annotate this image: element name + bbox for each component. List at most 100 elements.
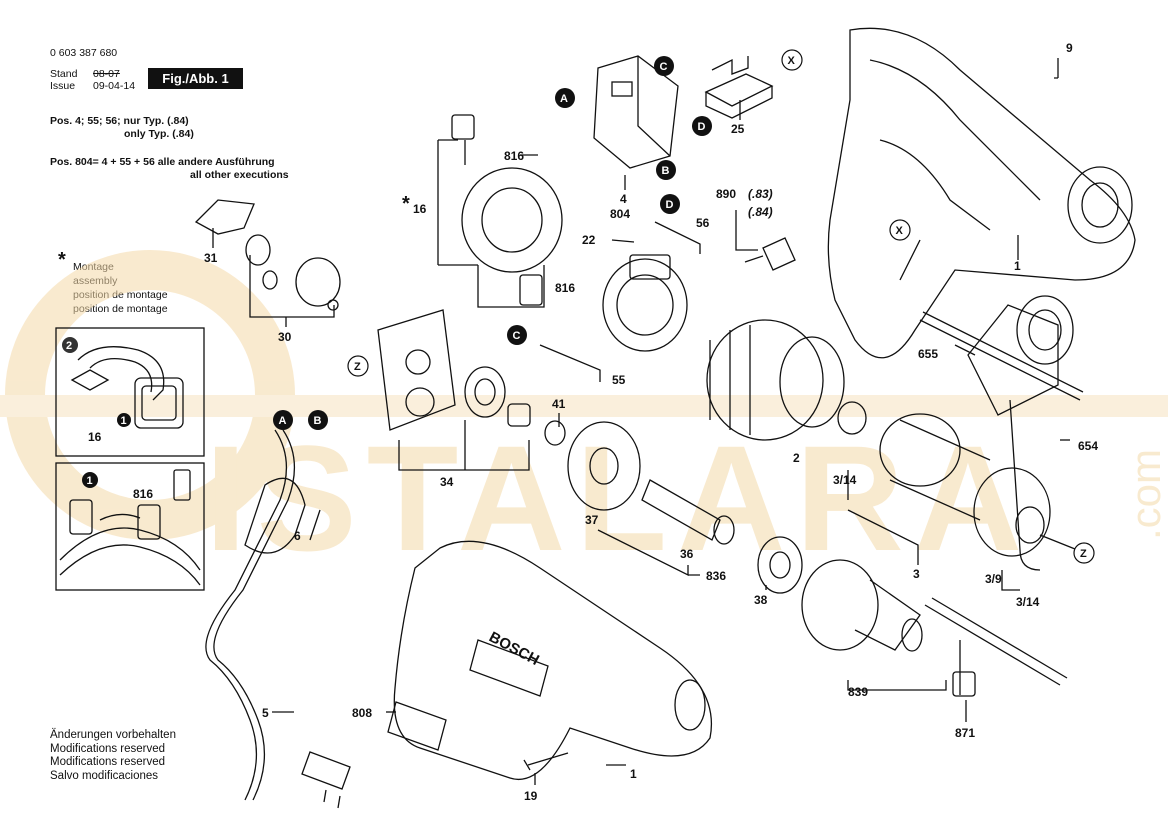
inset-label-816: 816 bbox=[133, 487, 153, 501]
label-808: 808 bbox=[352, 706, 372, 720]
gear-37 bbox=[567, 421, 641, 511]
stand-label: Stand bbox=[50, 68, 78, 80]
label-654: 654 bbox=[1078, 439, 1098, 453]
marker-d-switch: D bbox=[698, 121, 706, 133]
marker-c-switch: C bbox=[660, 61, 668, 73]
needle-bearing-41 bbox=[544, 420, 566, 446]
pos-note-2b: all other executions bbox=[190, 169, 289, 181]
part-labels: 9 25 4 804 816 * 16 56 22 890 (.83) (.84… bbox=[88, 41, 1098, 803]
label-890: 890 bbox=[716, 187, 736, 201]
switch-unit bbox=[593, 55, 679, 169]
marker-b-cable: B bbox=[314, 415, 322, 427]
label-55: 55 bbox=[612, 373, 626, 387]
handle-housing bbox=[827, 27, 1136, 359]
front-housing bbox=[387, 540, 712, 780]
note-line-1: Änderungen vorbehalten bbox=[50, 729, 176, 741]
watermark-suffix: .com bbox=[1122, 449, 1168, 540]
label-16: 16 bbox=[413, 202, 427, 216]
screw-19 bbox=[523, 752, 569, 771]
marker-a-switch: A bbox=[560, 93, 568, 105]
label-4: 4 bbox=[620, 192, 627, 206]
label-37: 37 bbox=[585, 513, 599, 527]
button-25 bbox=[704, 56, 774, 119]
label-30: 30 bbox=[278, 330, 292, 344]
label-9: 9 bbox=[1066, 41, 1073, 55]
pos-note-1a: Pos. 4; 55; 56; nur Typ. (.84) bbox=[50, 115, 189, 127]
inset-brush-holder bbox=[70, 346, 184, 429]
bearing-3-14a bbox=[837, 401, 867, 435]
screw-22 bbox=[611, 239, 635, 243]
label-890-84: (.84) bbox=[748, 205, 773, 219]
note-line-2: Modifications reserved bbox=[50, 742, 166, 755]
montage-star: * bbox=[58, 249, 66, 271]
bearing-set-30 bbox=[245, 234, 341, 311]
label-3-14-a: 3/14 bbox=[833, 473, 857, 487]
marker-a-cable: A bbox=[279, 415, 287, 427]
figure-tag: Fig./Abb. 1 bbox=[148, 68, 243, 89]
marker-x-housing: X bbox=[896, 225, 904, 237]
label-871: 871 bbox=[955, 726, 975, 740]
label-38: 38 bbox=[754, 593, 768, 607]
label-41: 41 bbox=[552, 397, 566, 411]
marker-d-terminal: D bbox=[666, 199, 674, 211]
note-line-4: Salvo modificaciones bbox=[50, 769, 159, 782]
stand-date: 08-07 bbox=[93, 68, 120, 80]
gear-38 bbox=[757, 536, 803, 594]
pos-note-1b: only Typ. (.84) bbox=[124, 128, 194, 140]
label-3-14-b: 3/14 bbox=[1016, 595, 1040, 609]
terminal-55 bbox=[539, 344, 601, 382]
watermark: ISTALARA .com bbox=[0, 250, 1168, 582]
label-31: 31 bbox=[204, 251, 218, 265]
leader-lines bbox=[212, 58, 1070, 785]
label-890-83: (.83) bbox=[748, 187, 773, 201]
clip-31 bbox=[194, 199, 255, 235]
pos-note-2a: Pos. 804= 4 + 55 + 56 alle andere Ausfüh… bbox=[50, 156, 275, 168]
step-2: 2 bbox=[66, 340, 72, 352]
inset-frame-bottom bbox=[55, 462, 205, 591]
label-816-mid: 816 bbox=[555, 281, 575, 295]
plate-z bbox=[377, 309, 456, 431]
marker-z-armature: Z bbox=[1080, 548, 1087, 560]
marker-x-top: X bbox=[788, 55, 796, 67]
marker-c-terminal: C bbox=[513, 330, 521, 342]
armature-3 bbox=[879, 413, 1076, 557]
label-5: 5 bbox=[262, 706, 269, 720]
capacitor-890 bbox=[744, 237, 796, 271]
bearing-34 bbox=[464, 366, 531, 427]
label-star-16: * bbox=[402, 193, 410, 215]
terminal-56 bbox=[654, 221, 701, 254]
label-36: 36 bbox=[680, 547, 694, 561]
label-1-bottom: 1 bbox=[630, 767, 637, 781]
label-816-top: 816 bbox=[504, 149, 524, 163]
housing-brand-text: BOSCH bbox=[486, 629, 542, 669]
label-19: 19 bbox=[524, 789, 538, 803]
brush-holder-right bbox=[602, 254, 688, 352]
power-cable bbox=[205, 429, 351, 809]
inset-step-markers: 1 2 1 bbox=[62, 337, 131, 488]
label-1-top: 1 bbox=[1014, 259, 1021, 273]
part-number: 0 603 387 680 bbox=[50, 47, 118, 59]
label-25: 25 bbox=[731, 122, 745, 136]
label-34: 34 bbox=[440, 475, 454, 489]
notes-block: Änderungen vorbehalten Modifications res… bbox=[50, 729, 176, 783]
side-handle bbox=[919, 295, 1084, 571]
inset-frame-top bbox=[55, 327, 205, 457]
marker-b-switch: B bbox=[662, 165, 670, 177]
label-836: 836 bbox=[706, 569, 726, 583]
marker-z-plate: Z bbox=[354, 361, 361, 373]
inset-brush-insert bbox=[59, 469, 201, 586]
stator-2 bbox=[706, 319, 845, 441]
brush-ring-16 bbox=[451, 114, 563, 306]
chuck-key-871 bbox=[924, 597, 1068, 697]
label-3: 3 bbox=[913, 567, 920, 581]
chuck-839 bbox=[801, 559, 923, 652]
spindle-36 bbox=[641, 479, 735, 545]
label-839: 839 bbox=[848, 685, 868, 699]
label-3-9: 3/9 bbox=[985, 572, 1002, 586]
step-1-top: 1 bbox=[121, 415, 127, 427]
montage-line-4: position de montage bbox=[73, 303, 168, 315]
label-56: 56 bbox=[696, 216, 710, 230]
note-line-3: Modifications reserved bbox=[50, 756, 166, 768]
